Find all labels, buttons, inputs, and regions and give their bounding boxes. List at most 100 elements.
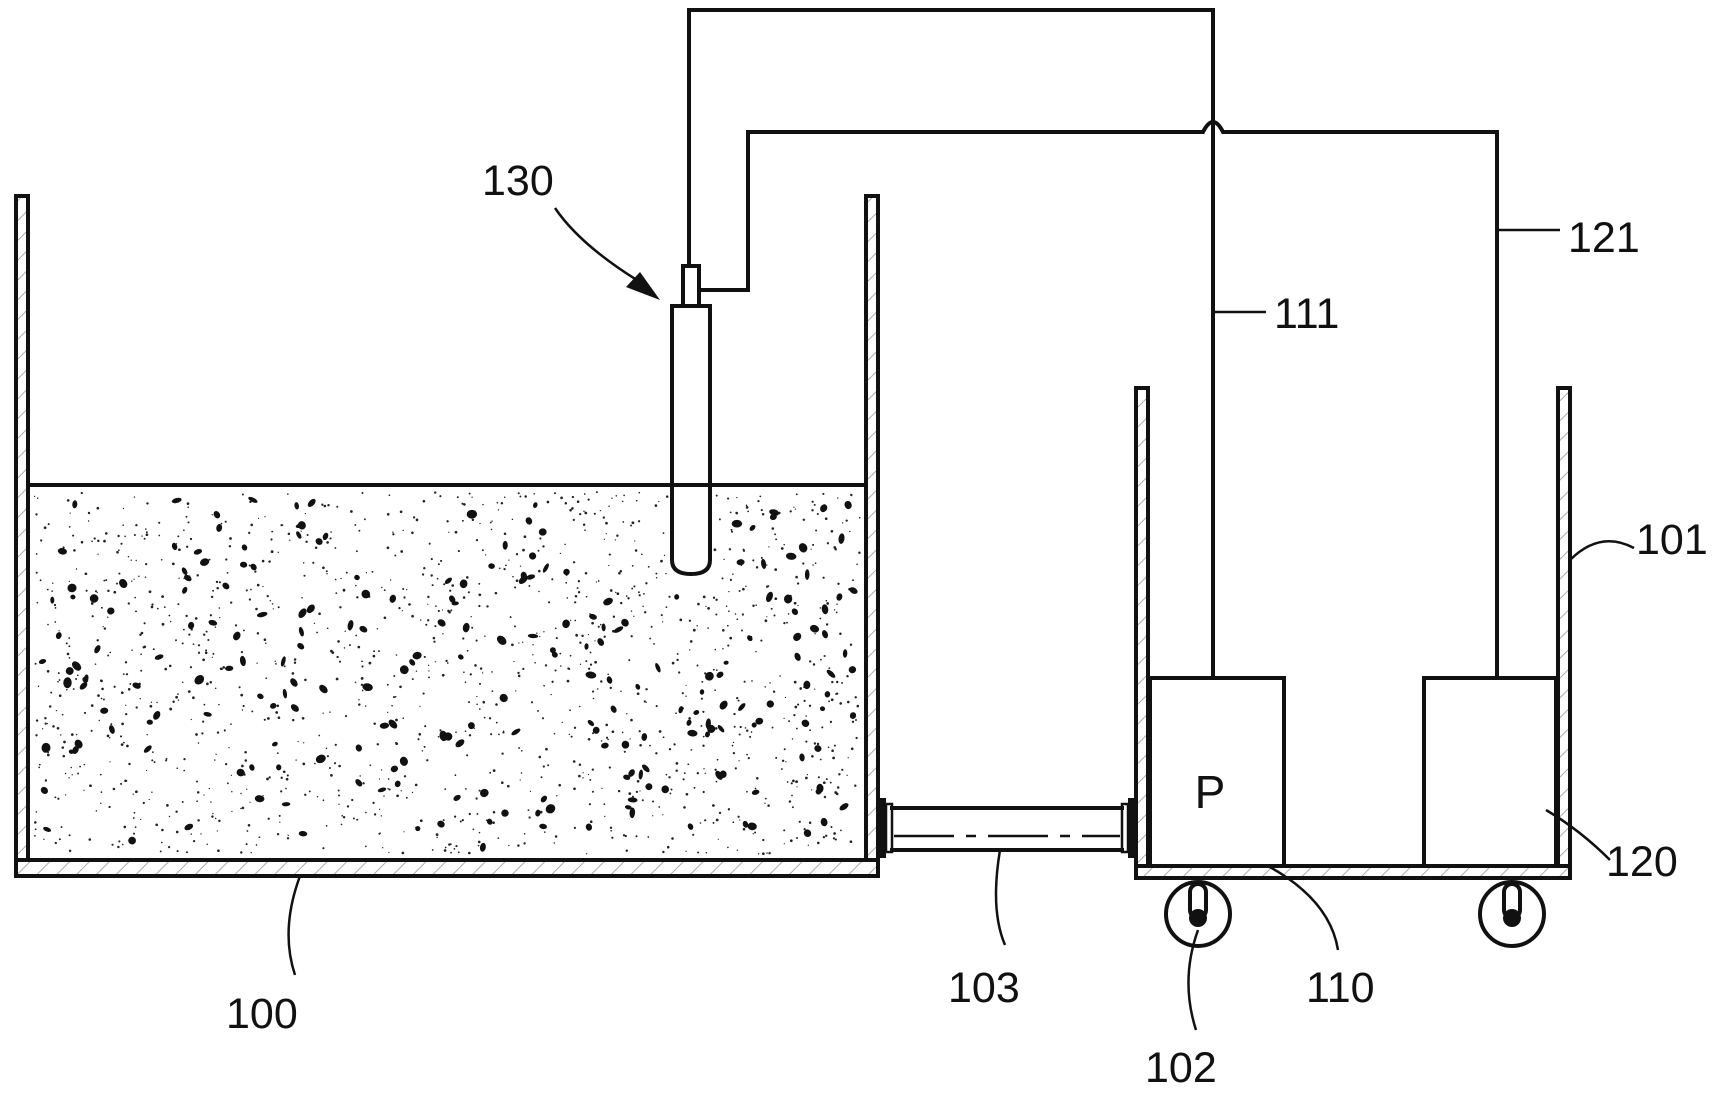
liquid-dot <box>576 500 580 503</box>
liquid-dot <box>817 776 820 779</box>
liquid-dot <box>523 842 526 845</box>
liquid-particle <box>241 544 248 551</box>
liquid-dot <box>528 584 531 587</box>
liquid-dot <box>354 681 357 684</box>
liquid-dot <box>609 826 613 830</box>
liquid-particle <box>55 632 62 640</box>
liquid-dot <box>380 769 383 771</box>
liquid-dot <box>343 647 346 649</box>
liquid-dot <box>770 607 773 610</box>
liquid-dot <box>96 591 98 594</box>
liquid-dot <box>225 558 228 561</box>
liquid-particle <box>623 774 631 781</box>
liquid-particle <box>627 797 638 803</box>
liquid-dot <box>422 692 425 695</box>
liquid-dot <box>402 529 404 532</box>
liquid-dot <box>631 565 634 567</box>
liquid-dot <box>338 803 340 805</box>
liquid-dot <box>620 690 622 693</box>
liquid-dot <box>231 810 233 813</box>
liquid-dot <box>145 528 147 530</box>
liquid-dot <box>185 614 188 618</box>
liquid-particle <box>399 756 408 766</box>
liquid-dot <box>152 648 155 651</box>
liquid-dot <box>240 807 242 810</box>
liquid-dot <box>837 582 840 585</box>
liquid-dot <box>484 554 487 556</box>
liquid-dot <box>752 604 755 607</box>
liquid-dot <box>849 643 853 646</box>
liquid-dot <box>158 534 161 537</box>
liquid-dot <box>712 668 715 671</box>
liquid-dot <box>735 511 738 515</box>
liquid-dot <box>569 709 571 712</box>
liquid-dot <box>447 609 450 613</box>
liquid-dot <box>322 799 325 802</box>
liquid-particle <box>585 823 593 831</box>
liquid-dot <box>301 716 305 720</box>
liquid-particle <box>496 635 507 645</box>
liquid-dot <box>355 584 357 587</box>
liquid-particle <box>208 619 218 626</box>
liquid-dot <box>443 849 447 852</box>
liquid-particle <box>687 823 694 830</box>
liquid-dot <box>835 792 839 796</box>
liquid-dot <box>662 736 665 739</box>
liquid-particle <box>143 745 152 753</box>
liquid-dot <box>277 606 280 609</box>
liquid-dot <box>201 732 204 735</box>
liquid-dot <box>77 772 80 775</box>
liquid-dot <box>503 532 507 535</box>
liquid-dot <box>435 605 437 607</box>
liquid-dot <box>775 756 778 759</box>
liquid-dot <box>498 567 501 570</box>
liquid-dot <box>616 592 620 596</box>
liquid-dot <box>810 789 813 791</box>
liquid-dot <box>181 642 184 645</box>
liquid-dot <box>764 686 766 688</box>
liquid-dot <box>473 727 476 729</box>
liquid-dot <box>68 849 72 853</box>
liquid-dot <box>604 815 606 818</box>
liquid-particle <box>296 531 302 539</box>
liquid-particle <box>719 770 727 779</box>
liquid-dot <box>593 512 596 515</box>
liquid-dot <box>91 540 93 543</box>
liquid-dot <box>628 792 632 795</box>
liquid-particle <box>276 764 282 771</box>
liquid-dot <box>625 595 628 597</box>
liquid-dot <box>424 725 427 728</box>
liquid-dot <box>668 595 671 598</box>
liquid-particle <box>294 502 299 510</box>
liquid-dot <box>486 605 489 608</box>
liquid-dot <box>836 603 838 605</box>
liquid-dot <box>738 733 741 736</box>
liquid-dot <box>762 838 765 842</box>
liquid-dot <box>788 800 792 803</box>
liquid-dot <box>161 828 164 832</box>
liquid-dot <box>543 831 546 833</box>
liquid-particle <box>592 726 600 734</box>
liquid-particle <box>635 683 641 690</box>
liquid-dot <box>802 518 806 522</box>
liquid-particle <box>699 689 705 695</box>
liquid-dot <box>204 651 208 655</box>
liquid-dot <box>523 535 527 539</box>
liquid-dot <box>240 693 244 697</box>
liquid-dot <box>642 605 644 608</box>
liquid-dot <box>702 735 705 738</box>
liquid-dot <box>467 701 471 704</box>
liquid-dot <box>181 681 184 684</box>
liquid-dot <box>53 603 57 607</box>
liquid-dot <box>391 704 393 707</box>
liquid-particle <box>455 739 465 748</box>
liquid-dot <box>692 628 696 632</box>
liquid-dot <box>783 543 785 546</box>
liquid-dot <box>122 673 125 675</box>
leader-101 <box>1569 540 1635 561</box>
liquid-dot <box>547 764 550 767</box>
liquid-dot <box>68 657 71 659</box>
liquid-dot <box>803 699 806 703</box>
liquid-dot <box>248 598 252 601</box>
liquid-dot <box>474 664 477 667</box>
